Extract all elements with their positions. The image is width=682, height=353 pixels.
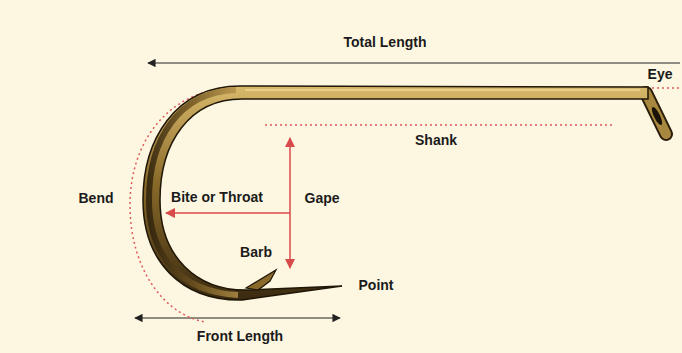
shank-highlight xyxy=(245,89,640,91)
dimension-label: Total Length xyxy=(344,34,427,50)
part-label: Shank xyxy=(415,132,457,148)
hook-body xyxy=(143,86,648,300)
part-label: Bend xyxy=(79,190,114,206)
eye-hole xyxy=(650,106,664,127)
throat-arrow xyxy=(166,212,290,214)
hook-barb xyxy=(246,270,276,290)
total-length-line xyxy=(148,62,680,63)
part-label: Bite or Throat xyxy=(171,189,263,205)
part-label: Gape xyxy=(304,190,339,206)
part-label: Point xyxy=(359,277,394,293)
front-length-line xyxy=(135,317,340,318)
hook-eye xyxy=(646,93,666,134)
part-label: Barb xyxy=(240,244,272,260)
hook-eye xyxy=(646,93,666,134)
gape-arrow xyxy=(289,138,291,268)
part-label: Eye xyxy=(648,66,673,82)
shank-guide xyxy=(265,124,612,126)
dimension-label: Front Length xyxy=(197,328,283,344)
